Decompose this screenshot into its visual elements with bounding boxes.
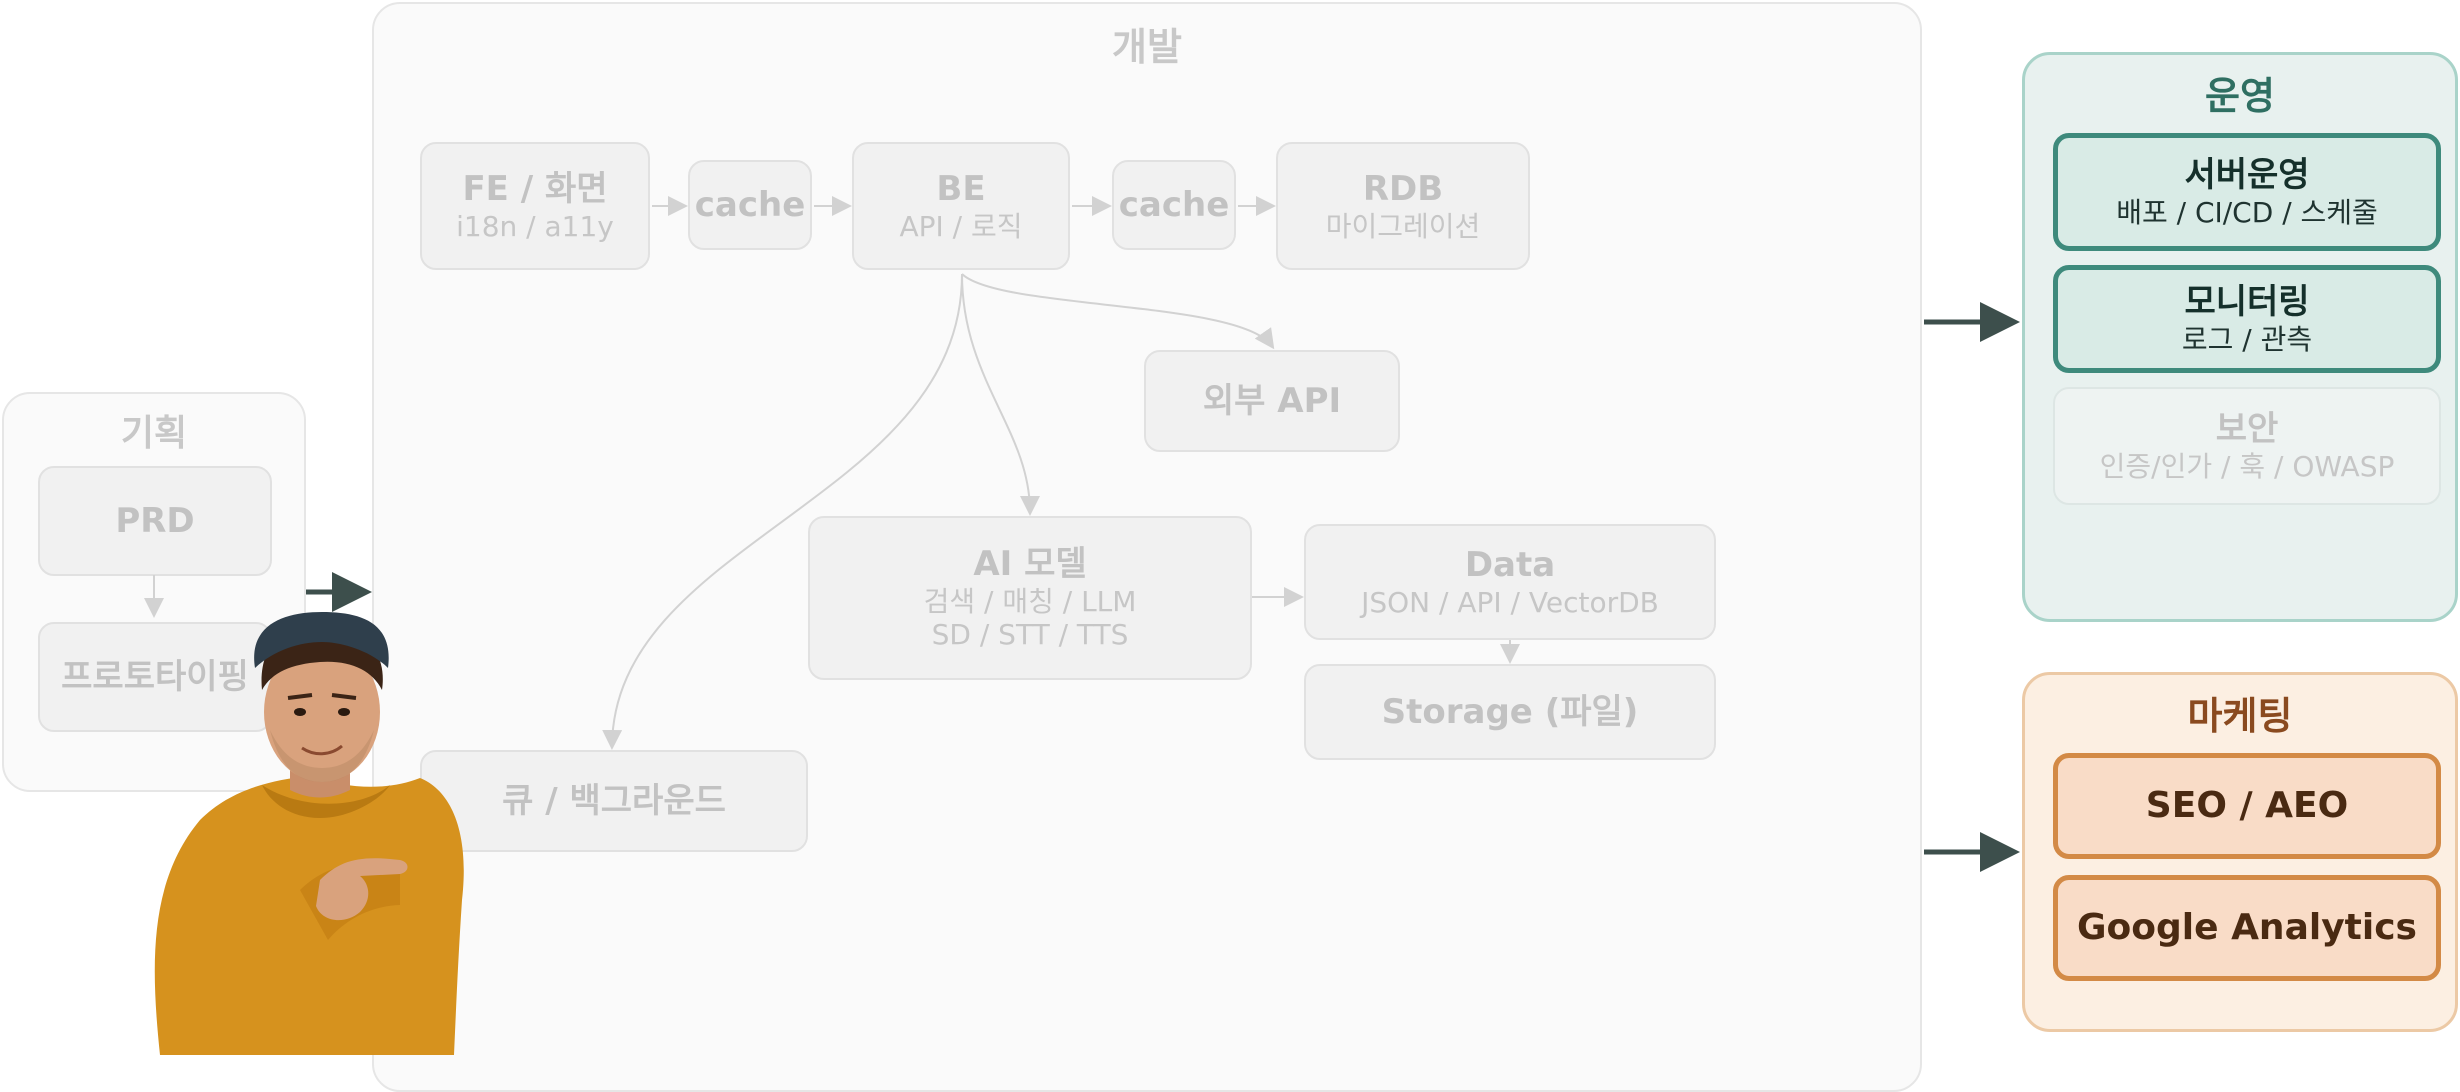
character-smile <box>301 744 343 756</box>
node-seo-aeo-title: SEO / AEO <box>2145 785 2349 827</box>
node-rdb[interactable]: RDB 마이그레이션 <box>1276 142 1530 270</box>
node-fe-title: FE / 화면 <box>462 168 608 209</box>
arrow-be-to-external-api <box>961 273 1275 350</box>
character-beanie <box>254 612 389 668</box>
node-fe-sub: i18n / a11y <box>456 209 614 243</box>
character-illustration <box>154 612 464 1055</box>
node-cache-2[interactable]: cache <box>1112 160 1236 250</box>
character-eye-right <box>338 708 350 716</box>
node-prototyping-title: 프로토타이핑 <box>61 656 249 697</box>
group-title-operations: 운영 <box>2205 74 2275 118</box>
node-ai-model-sub: 검색 / 매칭 / LLM <box>923 584 1137 618</box>
node-data[interactable]: Data JSON / API / VectorDB <box>1304 524 1716 640</box>
arrow-be-to-queue <box>602 273 963 750</box>
node-be-title: BE <box>936 168 986 209</box>
character-face <box>264 642 380 782</box>
node-queue-title: 큐 / 백그라운드 <box>502 780 726 821</box>
node-external-api[interactable]: 외부 API <box>1144 350 1400 452</box>
node-ai-model-title: AI 모델 <box>973 544 1087 584</box>
node-ai-model-sub2: SD / STT / TTS <box>931 618 1129 652</box>
node-seo-aeo[interactable]: SEO / AEO <box>2053 753 2441 859</box>
node-monitoring[interactable]: 모니터링 로그 / 관측 <box>2053 265 2441 373</box>
node-monitoring-sub: 로그 / 관측 <box>2181 322 2313 356</box>
node-ai-model[interactable]: AI 모델 검색 / 매칭 / LLM SD / STT / TTS <box>808 516 1252 680</box>
group-title-planning: 기획 <box>120 413 188 454</box>
node-cache-2-title: cache <box>1118 184 1230 225</box>
node-be[interactable]: BE API / 로직 <box>852 142 1070 270</box>
node-server-ops-sub: 배포 / CI/CD / 스케줄 <box>2116 195 2378 229</box>
node-security-sub: 인증/인가 / 훅 / OWASP <box>2099 449 2395 483</box>
character-eye-left <box>294 708 306 716</box>
node-cache-1-title: cache <box>694 184 806 225</box>
character-eyebrows <box>287 693 357 700</box>
node-rdb-title: RDB <box>1362 168 1444 209</box>
node-external-api-title: 외부 API <box>1202 380 1342 421</box>
node-storage-title: Storage (파일) <box>1381 691 1639 732</box>
node-rdb-sub: 마이그레이션 <box>1325 209 1481 243</box>
node-google-analytics[interactable]: Google Analytics <box>2053 875 2441 981</box>
node-prd-title: PRD <box>115 500 195 541</box>
node-storage[interactable]: Storage (파일) <box>1304 664 1716 760</box>
node-server-ops[interactable]: 서버운영 배포 / CI/CD / 스케줄 <box>2053 133 2441 251</box>
node-security[interactable]: 보안 인증/인가 / 훅 / OWASP <box>2053 387 2441 505</box>
group-marketing: 마케팅 SEO / AEO Google Analytics <box>2022 672 2458 1032</box>
character-collar <box>262 785 390 818</box>
node-data-sub: JSON / API / VectorDB <box>1361 585 1659 619</box>
node-security-title: 보안 <box>2215 408 2279 449</box>
group-operations: 운영 서버운영 배포 / CI/CD / 스케줄 모니터링 로그 / 관측 보안… <box>2022 52 2458 622</box>
node-server-ops-title: 서버운영 <box>2184 154 2310 195</box>
group-title-marketing: 마케팅 <box>2187 694 2293 738</box>
character-sweater <box>154 776 464 1055</box>
node-fe[interactable]: FE / 화면 i18n / a11y <box>420 142 650 270</box>
node-data-title: Data <box>1464 544 1556 585</box>
node-be-sub: API / 로직 <box>899 209 1023 243</box>
connectors <box>144 196 2020 872</box>
node-google-analytics-title: Google Analytics <box>2077 907 2417 949</box>
node-cache-1[interactable]: cache <box>688 160 812 250</box>
node-queue[interactable]: 큐 / 백그라운드 <box>420 750 808 852</box>
node-prototyping[interactable]: 프로토타이핑 <box>38 622 272 732</box>
character-hand <box>316 858 408 921</box>
character-stubble <box>270 730 374 782</box>
arrow-be-to-ai <box>961 273 1040 516</box>
node-monitoring-title: 모니터링 <box>2184 281 2310 322</box>
group-title-development: 개발 <box>1112 25 1182 69</box>
